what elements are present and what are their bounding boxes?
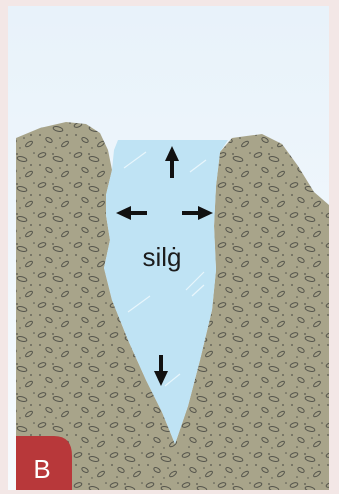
badge-letter: B [33, 454, 50, 484]
ice-label: silġ [142, 242, 181, 272]
